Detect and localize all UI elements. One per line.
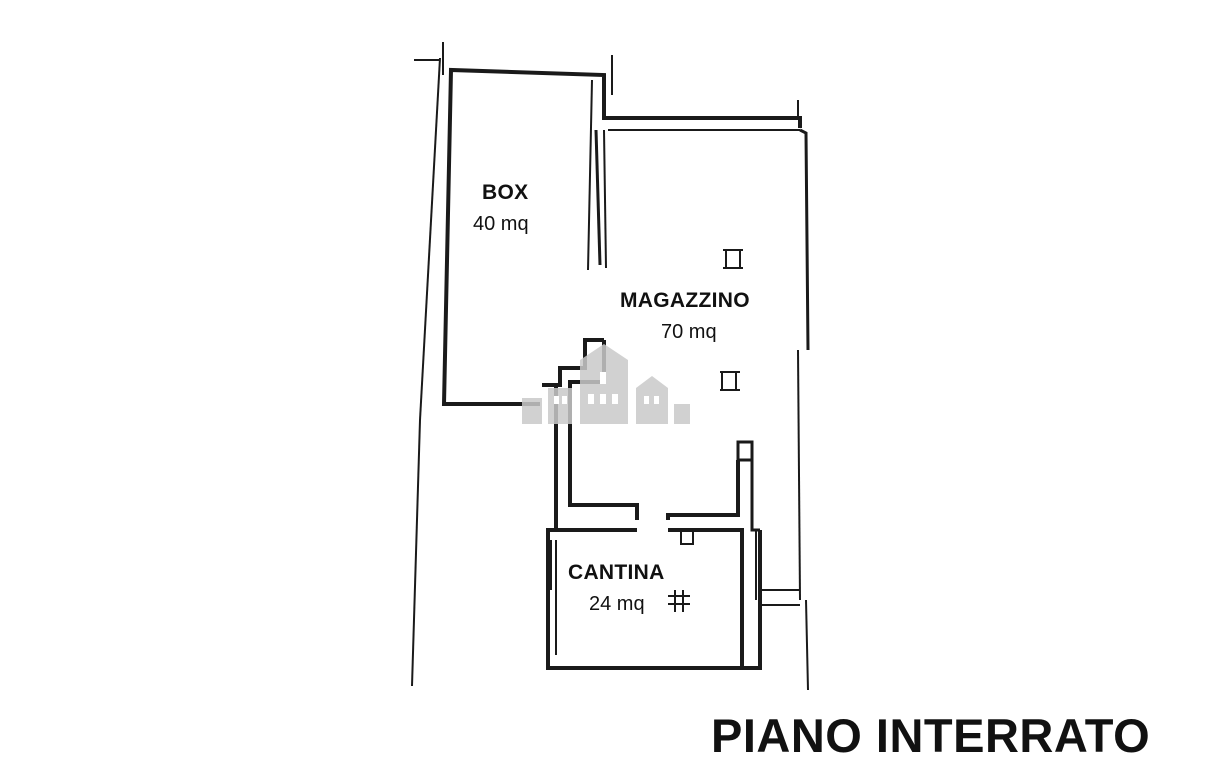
floor-title: PIANO INTERRATO	[711, 709, 1151, 762]
room-name-magazzino: MAGAZZINO	[620, 289, 750, 312]
box-room-walls	[441, 67, 802, 406]
room-area-magazzino: 70 mq	[661, 321, 717, 343]
room-name-box: BOX	[482, 181, 529, 204]
outer-boundary-lines	[411, 42, 809, 691]
drain-grid-symbol	[668, 590, 690, 612]
cantina-walls	[546, 520, 762, 670]
room-name-cantina: CANTINA	[568, 561, 665, 584]
room-area-box: 40 mq	[473, 213, 529, 235]
watermark-windows	[554, 372, 659, 404]
room-area-cantina: 24 mq	[589, 593, 645, 615]
pillar-symbols	[720, 249, 743, 391]
